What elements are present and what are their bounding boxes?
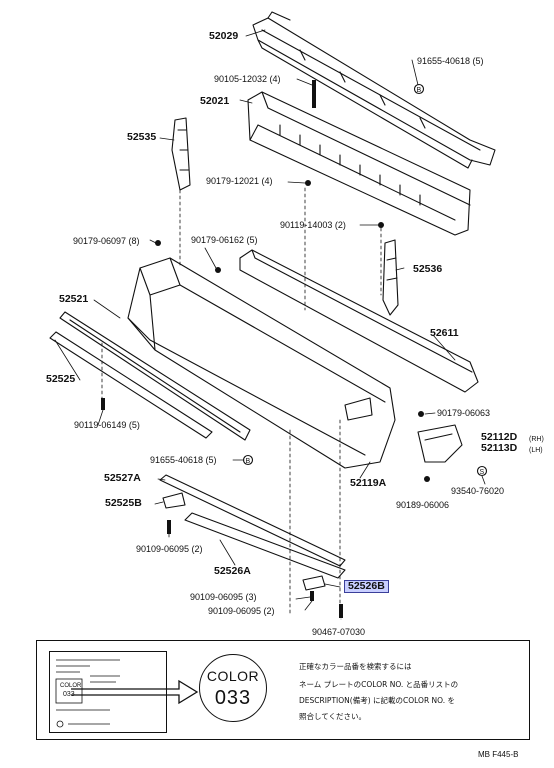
color-word: COLOR xyxy=(206,668,260,684)
svg-text:B: B xyxy=(417,87,422,94)
label-90179-06162: 90179-06162 (5) xyxy=(191,235,258,245)
svg-text:S: S xyxy=(480,469,485,476)
side-extension-52112D xyxy=(417,424,463,463)
label-90105-12032: 90105-12032 (4) xyxy=(214,74,281,84)
name-plate-lines xyxy=(55,659,120,728)
label-52112D: 52112D xyxy=(481,431,518,443)
bracket-52535 xyxy=(171,117,191,191)
bracket-52536 xyxy=(382,239,399,316)
label-52113D-lh: (LH) xyxy=(529,447,543,454)
bracket-52525B xyxy=(162,492,186,509)
label-90179-06097: 90179-06097 (8) xyxy=(73,236,140,246)
note-line-1: 正確なカラー品番を検索するには xyxy=(299,662,412,671)
label-52525: 52525 xyxy=(46,373,76,385)
label-52113D: 52113D xyxy=(481,442,518,454)
color-code-badge: COLOR 033 xyxy=(199,654,267,722)
label-90109-06095-c: 90109-06095 (2) xyxy=(208,606,275,616)
note-line-3: DESCRIPTION(備考) に記載のCOLOR NO. を xyxy=(299,696,456,705)
label-90179-12021: 90179-12021 (4) xyxy=(206,176,273,186)
label-52521: 52521 xyxy=(59,293,89,305)
leader-lines xyxy=(54,29,486,620)
label-52535: 52535 xyxy=(127,131,157,143)
retainer-52526A xyxy=(184,512,346,579)
label-90119-14003: 90119-14003 (2) xyxy=(280,220,346,230)
label-91655-40618-bottom: 91655-40618 (5) xyxy=(150,455,217,465)
label-52526B-highlighted[interactable]: 52526B xyxy=(344,580,389,593)
dashed-guides xyxy=(101,187,382,616)
fasteners xyxy=(101,80,430,618)
plate-color-code: 033 xyxy=(63,691,75,698)
energy-absorber-52021 xyxy=(247,91,471,236)
label-93540-76020: 93540-76020 xyxy=(451,486,505,496)
label-52119A: 52119A xyxy=(350,477,387,489)
color-code: 033 xyxy=(214,687,252,709)
label-52021: 52021 xyxy=(200,95,230,107)
label-52536: 52536 xyxy=(413,263,443,275)
label-52029: 52029 xyxy=(209,30,239,42)
bumper-pad-52611 xyxy=(239,249,479,393)
molding-52525 xyxy=(49,331,213,439)
color-legend-box: COLOR 033 COLOR 033 正確なカラー品番を検索するには ネーム … xyxy=(36,640,530,740)
bumper-reinforcement-52029 xyxy=(252,11,496,169)
retainer-52527A xyxy=(159,474,346,567)
label-90109-06095-a: 90109-06095 (2) xyxy=(136,544,203,554)
bumper-cover-52119A xyxy=(127,257,396,469)
plate-color-word: COLOR xyxy=(60,683,82,689)
label-52526A: 52526A xyxy=(214,565,251,577)
label-90179-06063: 90179-06063 xyxy=(437,408,491,418)
label-91655-40618-top: 91655-40618 (5) xyxy=(417,56,484,66)
parts-diagram: B B S xyxy=(49,11,496,620)
name-plate-illustration: COLOR 033 xyxy=(49,651,167,733)
label-90119-06149: 90119-06149 (5) xyxy=(74,420,140,430)
label-52527A: 52527A xyxy=(104,472,141,484)
note-line-4: 照合してください。 xyxy=(299,712,367,721)
figure-code: MB F445-B xyxy=(478,750,519,759)
arrow-icon xyxy=(71,679,199,705)
label-52611: 52611 xyxy=(430,327,459,339)
svg-text:B: B xyxy=(246,458,251,465)
note-line-2: ネーム プレートのCOLOR NO. と品番リストの xyxy=(299,680,459,689)
bracket-52526B xyxy=(302,575,326,591)
label-90189-06006: 90189-06006 xyxy=(396,500,450,510)
molding-52521 xyxy=(59,311,251,441)
label-90467-07030: 90467-07030 xyxy=(312,627,366,637)
clip-symbols: B B S xyxy=(242,83,488,477)
label-90109-06095-b: 90109-06095 (3) xyxy=(190,592,257,602)
label-52112D-rh: (RH) xyxy=(529,436,544,443)
label-52525B: 52525B xyxy=(105,497,142,509)
